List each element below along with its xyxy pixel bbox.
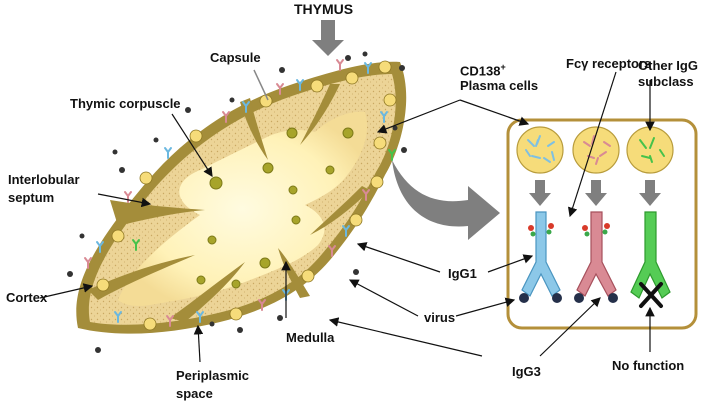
thymus-to-panel-arrow [392,160,500,240]
rim-plasma-cell [373,136,387,150]
septum-3 [170,262,245,322]
capsule-label: Capsule [210,50,261,65]
rim-antibody-igg1 [164,147,172,159]
rim-antibody-igg3 [276,83,284,95]
rim-antibody-igg3 [362,189,370,201]
cortex-label: Cortex [6,290,48,305]
rim-plasma-cell [383,93,397,107]
rim-plasma-cell [143,317,157,331]
septum-1 [110,200,205,226]
thymic-corpuscle-6 [207,235,217,245]
thymic-corpuscle-2 [286,127,298,139]
panel-down-arrows [529,180,661,206]
rim-antibody-igg1 [96,241,104,253]
periplasmic-label-2: space [176,386,213,401]
rim-antibody-igg1 [364,62,372,74]
igg1-antibody [519,211,562,303]
panel-plasma-cells [516,126,674,174]
other-igg-antibody [630,211,671,308]
interlobular-septum-label-1: Interlobular [8,172,80,187]
rim-plasma-cell [229,307,243,321]
rim-antibody-igg3 [84,257,92,269]
rim-antibody-other [388,149,396,161]
rim-antibody-igg1 [380,111,388,123]
periplasmic-label-1: Periplasmic [176,368,249,383]
thymic-corpuscle-7 [291,215,301,225]
thymic-corpuscle-8 [259,257,271,269]
thymic-corpuscle-label: Thymic corpuscle [70,96,181,111]
rim-plasma-cell [189,129,203,143]
rim-plasma-cell [111,229,125,243]
septum-6 [310,186,370,235]
medulla-label: Medulla [286,330,335,345]
septum-4 [240,98,268,160]
rim-antibody-igg1 [242,101,250,113]
rim-antibody-igg1 [196,311,204,323]
rim-antibody-igg3 [328,245,336,257]
rim-antibody-igg1 [114,311,122,323]
rim-antibody-igg1 [296,79,304,91]
igg1-label: IgG1 [448,266,477,281]
rim-plasma-cell [96,278,110,292]
rim-plasma-cell [301,269,315,283]
rim-plasma-cell [370,175,384,189]
rim-antibody-igg3 [166,315,174,327]
thymus-title: THYMUS [294,1,354,17]
no-function-x-icon [639,282,663,308]
virus-particles [67,51,407,353]
septum-5 [300,84,340,145]
rim-antibody-igg3 [222,111,230,123]
rim-plasma-cell [139,171,153,185]
thymic-corpuscle-3 [342,127,354,139]
rim-antibody-igg1 [342,225,350,237]
rim-plasma-cell [310,79,324,93]
rim-plasma-cell [349,213,363,227]
other-igg-label-1: Other IgG [638,58,698,73]
rim-plasma-cell [345,71,359,85]
rim-antibody-other [132,239,140,251]
thymic-corpuscle-4 [262,162,274,174]
cd138-superscript: + [500,62,506,72]
virus-label: virus [424,310,456,325]
rim-plasma-cell [378,60,392,74]
interlobular-septum-label-2: septum [8,190,55,205]
plasma-cells-label: Plasma cells [460,78,539,93]
igg3-label: IgG3 [512,364,541,379]
igg3-antibody [574,211,618,303]
thymic-corpuscle-5 [288,185,298,195]
cd138-label: CD138+ [460,60,506,78]
no-function-label: No function [612,358,685,373]
thymic-corpuscle-1 [209,176,223,190]
septum-2 [88,255,195,300]
thymic-corpuscle-10 [231,279,241,289]
thymic-corpuscle-9 [196,275,206,285]
thymus-lobule [67,51,407,353]
thymus-down-arrow [312,20,344,56]
rim-antibody-igg3 [124,191,132,203]
rim-antibody-igg3 [336,59,344,71]
fcy-receptors-label: Fcγ receptors [566,56,652,71]
rim-antibody-igg3 [258,299,266,311]
cd138-text: CD138 [460,63,501,79]
pointer-lines [39,71,655,363]
medulla-region [118,111,368,306]
other-igg-label-2: subclass [638,74,694,89]
thymic-corpuscle-11 [325,165,335,175]
septum-7 [278,248,310,298]
